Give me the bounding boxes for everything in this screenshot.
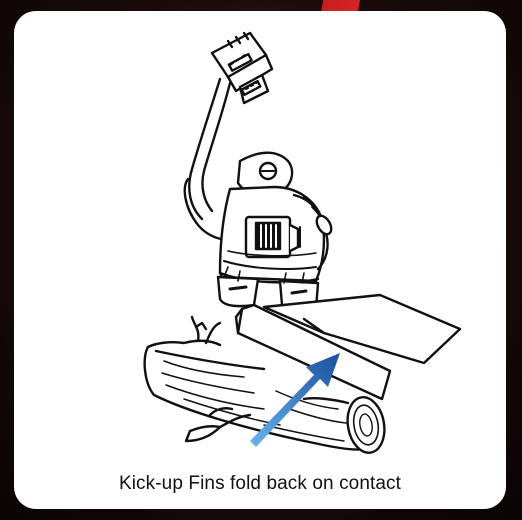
handle-strap [212,33,272,103]
caption-text: Kick-up Fins fold back on contact [14,473,506,495]
illustration-card: Kick-up Fins fold back on contact [14,11,506,509]
motor-fin-illustration [14,11,506,471]
motor-head [220,153,334,283]
